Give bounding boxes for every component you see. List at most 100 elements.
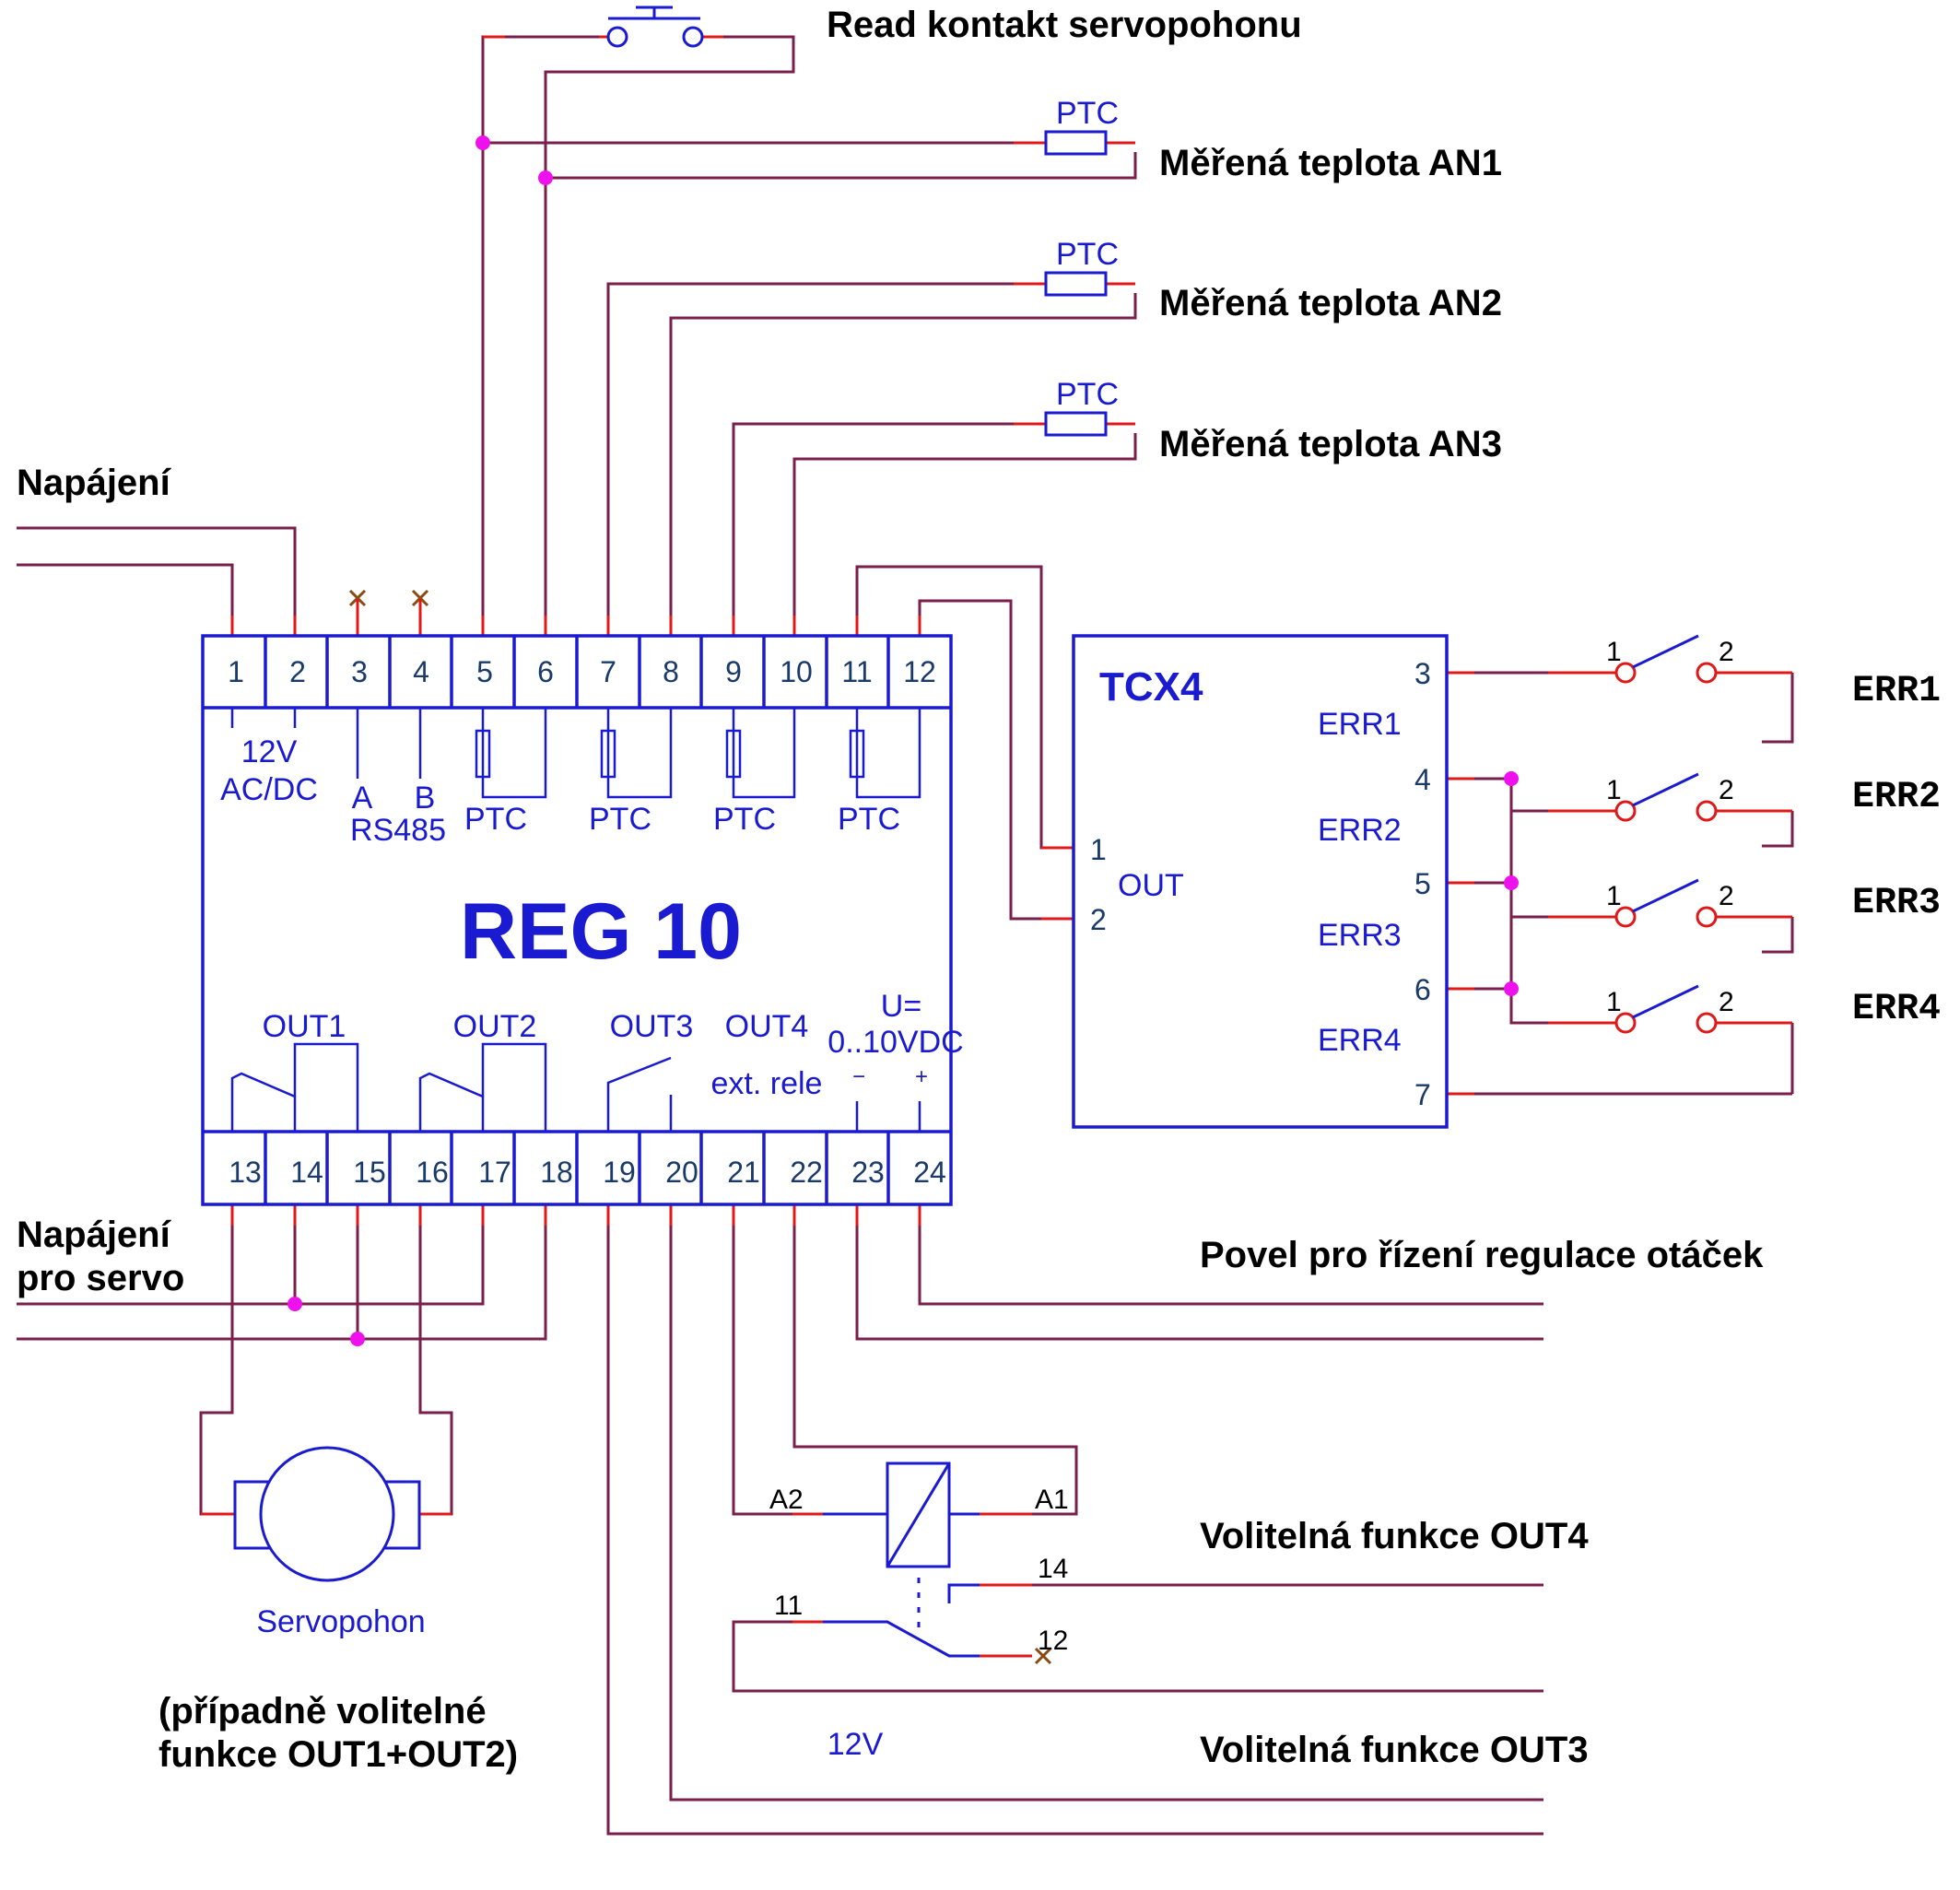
out3-label: OUT3 — [610, 1009, 694, 1044]
ptc-resistor-an1 — [1044, 130, 1108, 156]
an3-label: Měřená teplota AN3 — [1159, 424, 1502, 464]
reg10-internal-top — [230, 708, 921, 799]
err1-pin-2: 2 — [1719, 637, 1734, 667]
err3-pin-2: 2 — [1719, 881, 1734, 911]
err1-label: ERR1 — [1852, 671, 1941, 712]
terminal-16: 16 — [416, 1156, 449, 1189]
servo-motor: Servopohon — [233, 1446, 426, 1639]
err-switch-4: 1 2 — [1606, 984, 1734, 1034]
junction-dot — [1504, 875, 1519, 890]
terminal-numbers-top: 1 2 3 4 5 6 7 8 9 10 11 12 — [228, 655, 936, 688]
out4-label: OUT4 — [725, 1009, 809, 1044]
junction-dots — [288, 135, 1519, 1346]
ptc-label-1: PTC — [464, 802, 527, 837]
terminal-dividers-bottom — [264, 1132, 890, 1204]
terminal-18: 18 — [540, 1156, 573, 1189]
terminal-22: 22 — [790, 1156, 823, 1189]
unconnected-marks — [348, 589, 1052, 1665]
power-label: Napájení — [17, 463, 172, 503]
terminal-5: 5 — [476, 655, 493, 688]
supply-label-12v: 12V — [241, 734, 298, 769]
terminal-6: 6 — [537, 655, 554, 688]
relay-a1-label: A1 — [1035, 1485, 1069, 1515]
out1-label: OUT1 — [263, 1009, 346, 1044]
external-relay: A2 A1 11 14 12 — [769, 1462, 1069, 1658]
optional-out3-label: Volitelná funkce OUT3 — [1200, 1730, 1589, 1770]
relay-pin-12: 12 — [1038, 1626, 1068, 1656]
tcx4-err1-label: ERR1 — [1318, 707, 1402, 742]
relay-pin-14: 14 — [1038, 1554, 1068, 1584]
terminal-3: 3 — [351, 655, 368, 688]
terminal-dividers-top — [264, 636, 890, 708]
reed-contact-label: Read kontakt servopohonu — [827, 5, 1302, 45]
err3-pin-1: 1 — [1606, 881, 1622, 911]
terminal-19: 19 — [603, 1156, 636, 1189]
text-labels: Read kontakt servopohonu PTC Měřená tepl… — [17, 5, 1764, 1775]
terminal-1: 1 — [228, 655, 244, 688]
junction-dot — [350, 1332, 365, 1346]
terminal-14: 14 — [290, 1156, 323, 1189]
err2-pin-2: 2 — [1719, 775, 1734, 805]
an2-label: Měřená teplota AN2 — [1159, 283, 1502, 323]
note-line-1: (případně volitelné — [158, 1691, 487, 1732]
reg10-block: 1 2 3 4 5 6 7 8 9 10 11 12 13 14 15 16 1… — [201, 634, 964, 1206]
err2-label: ERR2 — [1852, 777, 1941, 818]
err3-label: ERR3 — [1852, 883, 1941, 924]
ptc-an3-label: PTC — [1056, 377, 1119, 412]
terminal-11: 11 — [841, 655, 872, 688]
reed-switch — [606, 6, 704, 48]
tcx4-pin-7: 7 — [1414, 1078, 1431, 1111]
err2-pin-1: 1 — [1606, 775, 1622, 805]
tcx4-pin-2: 2 — [1090, 903, 1107, 936]
optional-out4-label: Volitelná funkce OUT4 — [1200, 1516, 1589, 1556]
terminal-13: 13 — [229, 1156, 262, 1189]
voltage-range-label: 0..10VDC — [827, 1025, 963, 1060]
relay-a2-label: A2 — [769, 1485, 804, 1515]
ptc-label-2: PTC — [589, 802, 651, 837]
ptc-sensors — [1044, 130, 1108, 437]
tcx4-out-label: OUT — [1118, 868, 1184, 903]
tcx4-block: TCX4 OUT 1 2 3 4 5 6 7 ERR1 ERR2 ERR3 ER… — [1072, 634, 1449, 1129]
junction-dot — [475, 135, 490, 150]
terminal-2: 2 — [289, 655, 306, 688]
tcx4-pin-4: 4 — [1414, 763, 1431, 796]
note-line-2: funkce OUT1+OUT2) — [158, 1734, 518, 1775]
ptc-label-4: PTC — [838, 802, 900, 837]
rs485-label: RS485 — [350, 813, 446, 848]
terminal-23: 23 — [851, 1156, 885, 1189]
terminal-9: 9 — [725, 655, 742, 688]
reg10-title: REG 10 — [460, 887, 742, 976]
err-switch-3: 1 2 — [1606, 878, 1734, 928]
tcx4-err2-label: ERR2 — [1318, 813, 1402, 848]
terminal-10: 10 — [780, 655, 813, 688]
out2-label: OUT2 — [453, 1009, 537, 1044]
tcx4-err4-label: ERR4 — [1318, 1023, 1402, 1058]
ptc-label-3: PTC — [713, 802, 776, 837]
tcx4-pin-6: 6 — [1414, 973, 1431, 1006]
voltage-12v-label: 12V — [827, 1727, 884, 1762]
servo-label: Servopohon — [256, 1604, 425, 1639]
ptc-an2-label: PTC — [1056, 237, 1119, 272]
junction-dot — [538, 170, 553, 185]
supply-label-acdc: AC/DC — [220, 772, 318, 807]
plus-label: + — [915, 1064, 928, 1089]
tcx4-err3-label: ERR3 — [1318, 918, 1402, 953]
tcx4-pin-5: 5 — [1414, 867, 1431, 900]
terminal-numbers-bottom: 13 14 15 16 17 18 19 20 21 22 23 24 — [229, 1156, 946, 1189]
u-label: U= — [881, 989, 921, 1024]
tcx4-title: TCX4 — [1099, 664, 1203, 710]
ptc-resistor-an3 — [1044, 411, 1108, 437]
err-switch-1: 1 2 — [1606, 634, 1734, 684]
terminal-4: 4 — [413, 655, 429, 688]
ptc-an1-label: PTC — [1056, 96, 1119, 131]
err4-label: ERR4 — [1852, 989, 1941, 1030]
tcx4-pin-1: 1 — [1090, 833, 1107, 866]
junction-dot — [1504, 981, 1519, 996]
minus-label: − — [852, 1064, 865, 1089]
ext-rele-label: ext. rele — [711, 1066, 823, 1101]
speed-command-label: Povel pro řízení regulace otáček — [1200, 1235, 1764, 1275]
rs485-b-label: B — [415, 781, 436, 816]
servo-power-label-2: pro servo — [17, 1258, 184, 1298]
terminal-21: 21 — [727, 1156, 760, 1189]
